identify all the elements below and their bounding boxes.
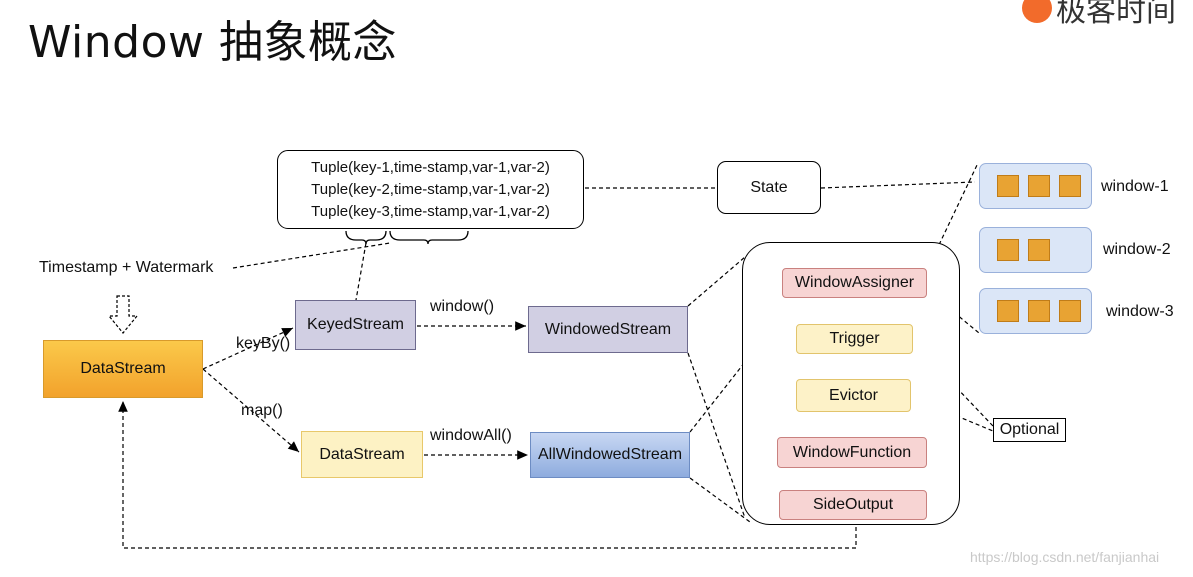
window-element	[1059, 175, 1081, 197]
trigger-node: Trigger	[796, 324, 913, 354]
keyed-stream-node: KeyedStream	[295, 300, 416, 350]
edge-timestamp-tuple	[232, 242, 391, 269]
window-2-box	[979, 227, 1092, 273]
datastream-main-node: DataStream	[43, 340, 203, 398]
edge-windowed-container-bottom	[687, 352, 746, 519]
window-function-node: WindowFunction	[777, 437, 927, 468]
edge-map	[202, 368, 300, 453]
edge-allwin-container-top	[689, 361, 746, 433]
edge-feedback-loop	[118, 401, 857, 549]
source-watermark: https://blog.csdn.net/fanjianhai	[970, 549, 1160, 565]
window-element	[997, 300, 1019, 322]
edge-assigner-window3	[926, 289, 980, 334]
timestamp-watermark-label: Timestamp + Watermark	[39, 259, 214, 276]
edge-assigner-window1	[926, 162, 979, 271]
edge-allwin-container-bottom	[689, 477, 751, 523]
windowall-label: windowAll()	[430, 427, 512, 444]
tuple-row: Tuple(key-3,time-stamp,var-1,var-2)	[311, 202, 550, 220]
edge-keyby	[202, 327, 294, 370]
window-element	[997, 175, 1019, 197]
edge-brace-keyed	[355, 242, 367, 301]
edge-windowed-container-top	[687, 256, 746, 307]
evictor-node: Evictor	[796, 379, 911, 412]
window-2-label: window-2	[1103, 241, 1171, 258]
window-3-label: window-3	[1106, 303, 1174, 320]
page-title: Window 抽象概念	[28, 17, 397, 68]
window-label: window()	[430, 298, 495, 315]
brace-key	[345, 230, 387, 245]
logo: 极客时间	[1022, 0, 1176, 30]
edge-state-window1	[820, 181, 976, 189]
tuple-row: Tuple(key-2,time-stamp,var-1,var-2)	[311, 180, 550, 198]
window-element	[1028, 175, 1050, 197]
window-3-box	[979, 288, 1092, 334]
map-label: map()	[241, 402, 283, 419]
window-element	[1028, 300, 1050, 322]
tuple-box: Tuple(key-1,time-stamp,var-1,var-2) Tupl…	[277, 150, 584, 229]
window-element	[997, 239, 1019, 261]
window-element	[1059, 300, 1081, 322]
geektime-logo-icon	[1022, 0, 1052, 23]
tuple-row: Tuple(key-1,time-stamp,var-1,var-2)	[311, 159, 550, 177]
hollow-down-arrow-icon	[107, 295, 139, 334]
window-assigner-node: WindowAssigner	[782, 268, 927, 298]
side-output-node: SideOutput	[779, 490, 927, 520]
keyby-label: keyBy()	[236, 335, 291, 352]
all-windowed-stream-node: AllWindowedStream	[530, 432, 690, 478]
window-element	[1028, 239, 1050, 261]
optional-label: Optional	[993, 418, 1066, 442]
datastream-map-node: DataStream	[301, 431, 423, 478]
window-1-label: window-1	[1101, 178, 1169, 195]
window-1-box	[979, 163, 1092, 209]
state-node: State	[717, 161, 821, 214]
brace-values	[389, 230, 469, 245]
windowed-stream-node: WindowedStream	[528, 306, 688, 353]
logo-text: 极客时间	[1056, 0, 1176, 29]
